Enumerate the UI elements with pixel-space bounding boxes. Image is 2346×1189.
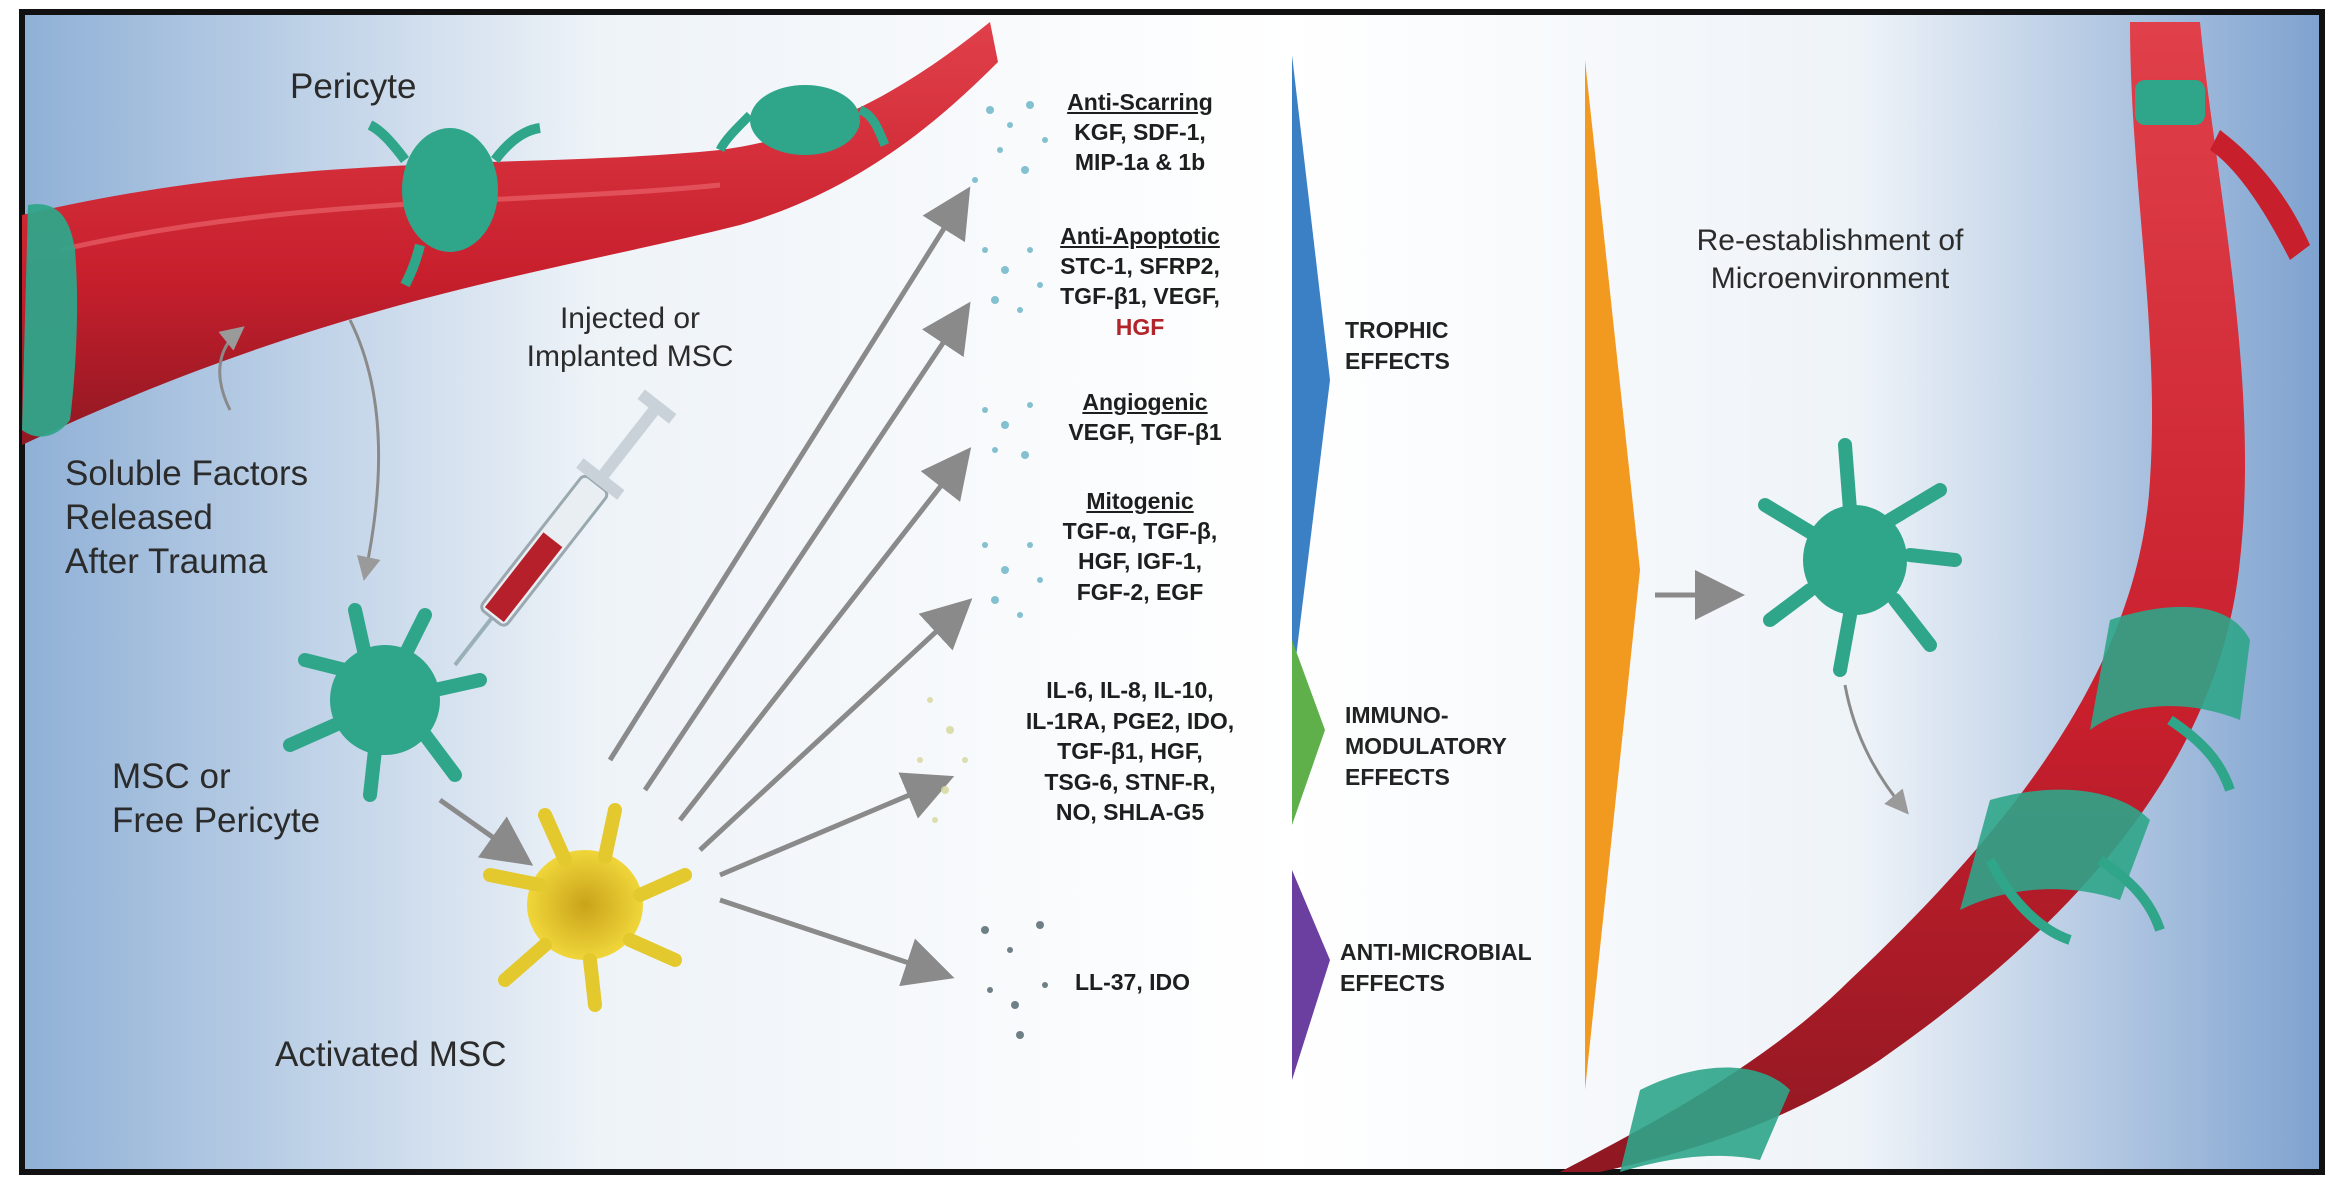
heading-mitogenic: Mitogenic [1030, 487, 1250, 516]
heading-anti-apoptotic: Anti-Apoptotic [1030, 222, 1250, 251]
factor-group-mitogenic: Mitogenic TGF-α, TGF-β, HGF, IGF-1, FGF-… [1030, 487, 1250, 607]
antimicrobial-line-1: LL-37, IDO [1075, 967, 1190, 998]
soluble-line-3: After Trauma [65, 540, 308, 584]
effect-immunomodulatory: IMMUNO- MODULATORY EFFECTS [1345, 700, 1507, 793]
trophic-line-1: TROPHIC [1345, 315, 1450, 346]
pericyte-on-vessel-2 [750, 85, 860, 155]
antimicrobial-effect-line-2: EFFECTS [1340, 968, 1532, 999]
immuno-line-3: TGF-β1, HGF, [995, 736, 1265, 767]
msc-line-1: MSC or [112, 755, 320, 799]
pericyte-band-1 [22, 204, 77, 437]
effect-trophic: TROPHIC EFFECTS [1345, 315, 1450, 377]
angiogenic-line-1: VEGF, TGF-β1 [1040, 417, 1250, 448]
anti-apoptotic-line-3: HGF [1030, 312, 1250, 343]
immuno-line-1: IL-6, IL-8, IL-10, [995, 675, 1265, 706]
immuno-line-2: IL-1RA, PGE2, IDO, [995, 706, 1265, 737]
immuno-effect-line-3: EFFECTS [1345, 762, 1507, 793]
label-pericyte: Pericyte [290, 65, 416, 109]
mitogenic-line-2: HGF, IGF-1, [1030, 546, 1250, 577]
reestablish-line-2: Microenvironment [1665, 260, 1995, 298]
pericyte-band-right-top [2135, 80, 2205, 125]
msc-line-2: Free Pericyte [112, 799, 320, 843]
immuno-effect-line-1: IMMUNO- [1345, 700, 1507, 731]
injected-line-2: Implanted MSC [500, 338, 760, 376]
trophic-line-2: EFFECTS [1345, 346, 1450, 377]
mitogenic-line-3: FGF-2, EGF [1030, 577, 1250, 608]
label-injected: Injected or Implanted MSC [500, 300, 760, 375]
label-activated-msc: Activated MSC [275, 1033, 506, 1077]
injected-line-1: Injected or [500, 300, 760, 338]
anti-scarring-line-2: MIP-1a & 1b [1040, 147, 1240, 178]
factor-group-immuno: IL-6, IL-8, IL-10, IL-1RA, PGE2, IDO, TG… [995, 675, 1265, 828]
label-msc-free-pericyte: MSC or Free Pericyte [112, 755, 320, 843]
label-reestablishment: Re-establishment of Microenvironment [1665, 222, 1995, 297]
factor-group-anti-apoptotic: Anti-Apoptotic STC-1, SFRP2, TGF-β1, VEG… [1030, 222, 1250, 342]
immuno-line-5: NO, SHLA-G5 [995, 797, 1265, 828]
reestablish-line-1: Re-establishment of [1665, 222, 1995, 260]
mitogenic-line-1: TGF-α, TGF-β, [1030, 516, 1250, 547]
soluble-line-1: Soluble Factors [65, 452, 308, 496]
immuno-line-4: TSG-6, STNF-R, [995, 767, 1265, 798]
immuno-effect-line-2: MODULATORY [1345, 731, 1507, 762]
factor-group-antimicrobial: LL-37, IDO [1075, 967, 1190, 998]
heading-angiogenic: Angiogenic [1040, 388, 1250, 417]
antimicrobial-effect-line-1: ANTI-MICROBIAL [1340, 937, 1532, 968]
effect-antimicrobial: ANTI-MICROBIAL EFFECTS [1340, 937, 1532, 999]
factor-group-angiogenic: Angiogenic VEGF, TGF-β1 [1040, 388, 1250, 447]
anti-apoptotic-line-2: TGF-β1, VEGF, [1030, 281, 1250, 312]
soluble-line-2: Released [65, 496, 308, 540]
label-soluble-factors: Soluble Factors Released After Trauma [65, 452, 308, 583]
anti-scarring-line-1: KGF, SDF-1, [1040, 117, 1240, 148]
anti-apoptotic-line-1: STC-1, SFRP2, [1030, 251, 1250, 282]
pericyte-on-vessel-1 [402, 128, 498, 252]
factor-group-anti-scarring: Anti-Scarring KGF, SDF-1, MIP-1a & 1b [1040, 88, 1240, 178]
heading-anti-scarring: Anti-Scarring [1040, 88, 1240, 117]
